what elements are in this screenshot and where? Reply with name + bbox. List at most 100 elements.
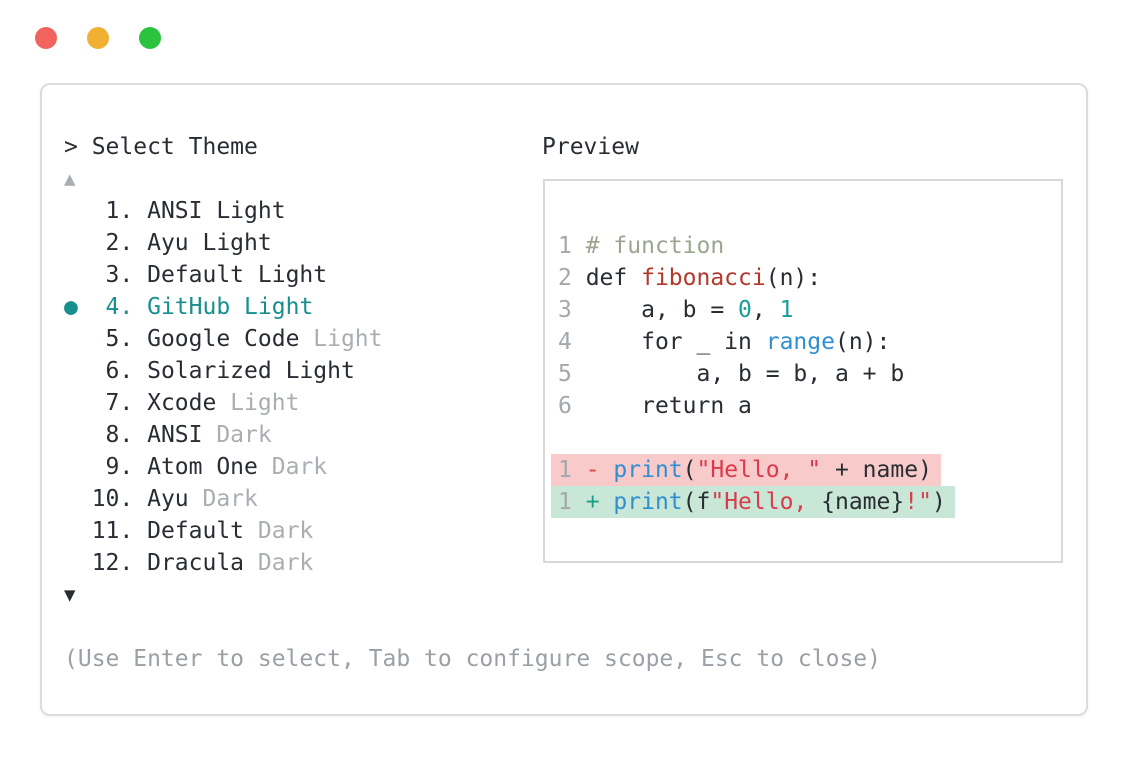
diff-line-added: 1 + print(f"Hello, {name}!") [551, 486, 955, 518]
theme-item-selected[interactable]: ● 4. GitHub Light [64, 291, 383, 323]
code-line: 4 for _ in range(n): [558, 326, 955, 358]
theme-item[interactable]: 2. Ayu Light [64, 227, 383, 259]
theme-item-name: Google Code [147, 326, 300, 352]
selected-marker-icon [64, 198, 92, 224]
window-controls [35, 27, 177, 55]
theme-item-number: 2. [91, 230, 148, 256]
theme-item-number: 1. [91, 198, 148, 224]
theme-item-number: 9. [91, 454, 148, 480]
code-line: 1 # function [558, 230, 955, 262]
code-token: ( [682, 457, 697, 483]
code-token: + name) [821, 457, 932, 483]
diff-line-removed: 1 - print("Hello, " + name) [551, 454, 955, 486]
theme-item-name: Xcode [147, 390, 217, 416]
code-token: (n): [765, 265, 822, 291]
theme-item-name: Default [147, 518, 245, 544]
scroll-up-icon[interactable]: ▲ [64, 168, 76, 190]
line-number: 1 [558, 457, 586, 483]
theme-item-name: ANSI Light [147, 198, 286, 224]
code-line: 3 a, b = 0, 1 [558, 294, 955, 326]
theme-item-number: 5. [91, 326, 148, 352]
code-line: 5 a, b = b, a + b [558, 358, 955, 390]
code-token: fibonacci [641, 265, 766, 291]
footer-hint: (Use Enter to select, Tab to configure s… [64, 646, 881, 672]
selected-marker-icon [64, 230, 92, 256]
close-button[interactable] [35, 27, 57, 49]
selected-marker-icon [64, 326, 92, 352]
code-token: a, b = b, a + b [585, 361, 905, 387]
selected-marker-icon [64, 390, 92, 416]
selected-marker-icon [64, 518, 92, 544]
theme-item-variant: Dark [257, 454, 328, 480]
line-number: 2 [558, 265, 586, 291]
theme-item-name: Dracula [147, 550, 245, 576]
line-number: 6 [558, 393, 586, 419]
theme-item[interactable]: 6. Solarized Light [64, 355, 383, 387]
scroll-down-icon[interactable]: ▼ [64, 584, 76, 606]
selected-marker-icon: ● [64, 294, 92, 320]
theme-item[interactable]: 8. ANSI Dark [64, 419, 383, 451]
theme-item-number: 4. [91, 294, 148, 320]
selected-marker-icon [64, 422, 92, 448]
code-token: "Hello, [710, 489, 822, 515]
minimize-button[interactable] [86, 27, 109, 49]
theme-item-variant: Dark [188, 486, 258, 512]
line-number: 1 [558, 489, 586, 515]
code-token: 1 [779, 297, 794, 323]
code-token: (n): [834, 329, 891, 355]
theme-item-number: 11. [91, 518, 148, 544]
code-token: a, b = [585, 297, 739, 323]
theme-item-variant: Dark [244, 550, 314, 576]
blank-line [558, 422, 955, 454]
theme-item[interactable]: 12. Dracula Dark [64, 547, 383, 579]
theme-list: > Select Theme ▲ 1. ANSI Light 2. Ayu Li… [64, 131, 383, 611]
selected-marker-icon [64, 550, 92, 576]
theme-item[interactable]: 10. Ayu Dark [64, 483, 383, 515]
theme-item[interactable]: 7. Xcode Light [64, 387, 383, 419]
theme-item-variant: Dark [202, 422, 272, 448]
line-number: 5 [558, 361, 586, 387]
code-token: (f [682, 489, 711, 515]
theme-item[interactable]: 3. Default Light [64, 259, 383, 291]
maximize-button[interactable] [138, 27, 161, 49]
theme-item-number: 3. [91, 262, 148, 288]
theme-item-name: Default Light [147, 262, 328, 288]
code-token: range [765, 329, 835, 355]
theme-item-variant: Light [216, 390, 300, 416]
theme-item-variant: Light [299, 326, 383, 352]
theme-picker-panel: > Select Theme ▲ 1. ANSI Light 2. Ayu Li… [40, 83, 1088, 716]
code-token: , [751, 297, 780, 323]
code-token: {name} [821, 489, 905, 515]
theme-item-name: Solarized Light [147, 358, 355, 384]
theme-item-number: 6. [91, 358, 148, 384]
code-token: for _ in [585, 329, 766, 355]
theme-item-number: 8. [91, 422, 148, 448]
theme-item[interactable]: 1. ANSI Light [64, 195, 383, 227]
theme-item-name: Ayu Light [147, 230, 272, 256]
selected-marker-icon [64, 358, 92, 384]
code-token: ) [931, 489, 946, 515]
code-token: !" [904, 489, 932, 515]
theme-item-variant: Dark [244, 518, 314, 544]
line-number: 1 [558, 233, 586, 259]
theme-item-name: GitHub Light [147, 294, 314, 320]
preview-title: Preview [542, 134, 639, 160]
theme-item-name: Atom One [147, 454, 258, 480]
selected-marker-icon [64, 454, 92, 480]
code-token: # function [585, 233, 725, 259]
theme-item[interactable]: 11. Default Dark [64, 515, 383, 547]
picker-title: > Select Theme [64, 134, 258, 160]
code-token: "Hello, " [696, 457, 822, 483]
diff-added-sign: + [585, 489, 614, 515]
code-line: 2 def fibonacci(n): [558, 262, 955, 294]
theme-item[interactable]: 9. Atom One Dark [64, 451, 383, 483]
theme-item-name: Ayu [147, 486, 189, 512]
theme-item[interactable]: 5. Google Code Light [64, 323, 383, 355]
code-token: return a [585, 393, 752, 419]
line-number: 3 [558, 297, 586, 323]
code-line: 6 return a [558, 390, 955, 422]
code-token: print [613, 457, 683, 483]
theme-item-number: 12. [91, 550, 148, 576]
selected-marker-icon [64, 262, 92, 288]
